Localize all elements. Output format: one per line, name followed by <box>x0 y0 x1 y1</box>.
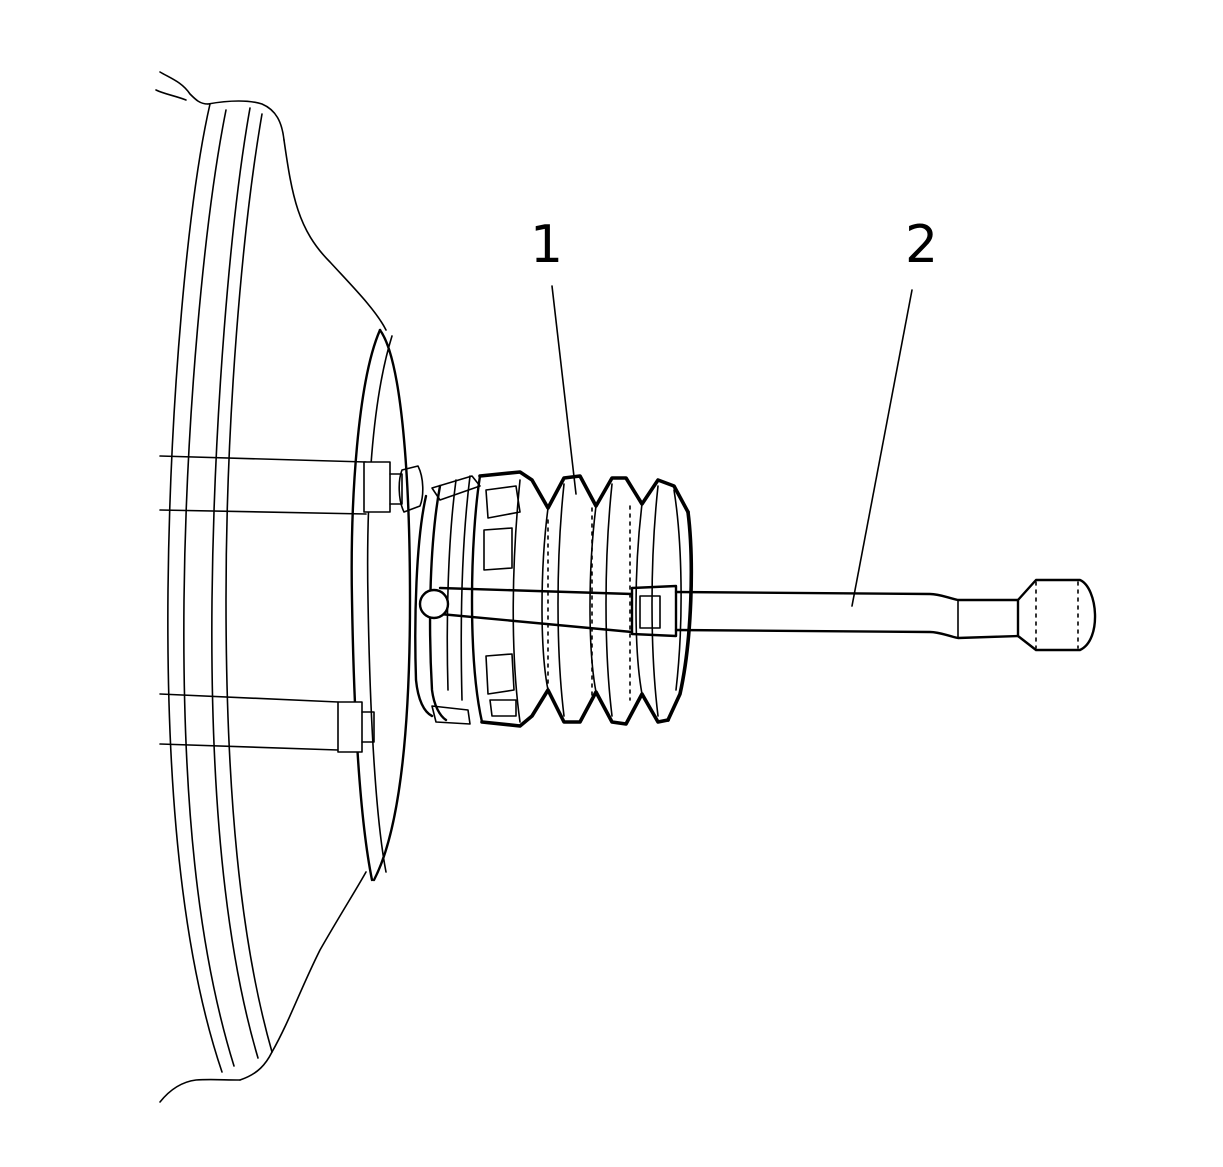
mounting-stud-upper <box>159 455 403 515</box>
booster-housing <box>155 71 387 1103</box>
callout-1-label: 1 <box>530 215 563 275</box>
mounting-stud-lower <box>159 693 375 753</box>
seal-collar <box>398 465 481 725</box>
callout-2-label: 2 <box>905 215 938 275</box>
bellows-boot <box>470 470 694 728</box>
callout-1: 1 <box>530 215 577 495</box>
callout-2-leader <box>851 289 913 607</box>
flange-plate <box>350 328 412 882</box>
push-rod <box>418 578 1097 652</box>
callout-2: 2 <box>851 215 938 607</box>
callout-1-leader <box>551 285 577 495</box>
